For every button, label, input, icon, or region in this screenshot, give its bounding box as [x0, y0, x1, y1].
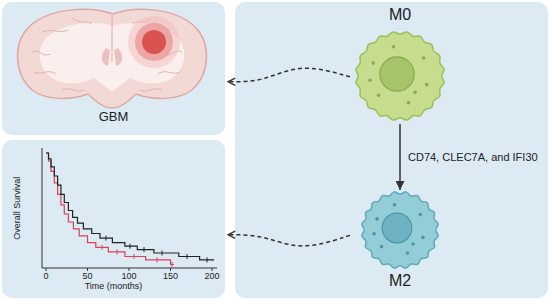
- cell-granule: [421, 236, 425, 240]
- brain-illustration: [18, 9, 207, 108]
- cell-nucleus: [380, 57, 414, 91]
- axis-tick-label: 50: [82, 271, 92, 281]
- cell-granule: [422, 56, 426, 60]
- tumor-halo: [128, 16, 180, 68]
- region-label: GBM: [2, 110, 225, 125]
- ventricle: [102, 48, 110, 66]
- cell-granule: [413, 91, 417, 95]
- axis-tick-label: 100: [121, 271, 136, 281]
- axis-ticks: [46, 268, 212, 271]
- axis-title: Overall Survival: [13, 176, 23, 239]
- axis-title: Time (months): [2, 281, 225, 291]
- cell-granule: [392, 45, 396, 49]
- censor-mark: [162, 251, 163, 256]
- censor-mark: [157, 257, 158, 262]
- censor-mark: [144, 247, 145, 252]
- censor-mark: [134, 254, 135, 259]
- brain-outline: [18, 9, 207, 108]
- axis-tick: [87, 268, 88, 271]
- cell-nucleus: [382, 213, 412, 243]
- transition-arrow: [399, 124, 401, 190]
- cell-shape: [350, 28, 450, 124]
- axis-tick-label: 150: [163, 271, 178, 281]
- gyrus: [140, 89, 162, 91]
- censor-marks: [102, 245, 172, 267]
- cell-granule: [406, 251, 410, 255]
- censor-mark: [102, 245, 103, 250]
- tumor-panel: [2, 2, 225, 135]
- cell-body: [362, 192, 438, 268]
- axis-tick: [129, 268, 130, 271]
- cell-body: [356, 32, 444, 120]
- cell-granule: [380, 245, 384, 249]
- tumor-halo: [135, 23, 173, 61]
- cell-granule: [411, 242, 415, 246]
- censor-mark: [172, 262, 173, 267]
- survival-curve-high: [46, 153, 174, 265]
- survival-curve-low: [46, 153, 214, 260]
- gyrus: [34, 72, 56, 74]
- survival-panel: [2, 140, 225, 298]
- gyrus: [158, 72, 180, 74]
- macrophage-cell: M2: [350, 190, 450, 298]
- cell-membrane: [356, 32, 444, 120]
- axis-tick-label: 0: [43, 271, 48, 281]
- dashed-arrow: [228, 235, 350, 246]
- censor-mark: [130, 244, 131, 249]
- cell-label: M2: [350, 272, 450, 290]
- cell-granule: [393, 203, 397, 207]
- censor-mark: [207, 257, 208, 262]
- axis-tick: [46, 268, 47, 271]
- cell-granule: [377, 94, 381, 98]
- gyrus: [32, 51, 50, 55]
- censor-mark: [117, 249, 118, 254]
- axis-tick: [212, 268, 213, 271]
- cell-granule: [372, 61, 376, 65]
- axis-tick-label: 200: [204, 271, 219, 281]
- gyrus: [72, 18, 92, 24]
- tumor-panel: GBM: [2, 2, 225, 135]
- survival-plot: [42, 148, 217, 271]
- tumor-core: [142, 30, 166, 54]
- dashed-arrow: [228, 68, 350, 82]
- ventricle: [114, 48, 122, 66]
- cell-granule: [372, 232, 376, 236]
- axis-tick: [170, 268, 171, 271]
- cell-label: M0: [350, 6, 450, 24]
- cell-granule: [375, 217, 379, 221]
- gyri: [32, 18, 182, 91]
- cell-granule: [425, 83, 429, 87]
- cell-membrane: [362, 192, 438, 268]
- midline: [112, 14, 113, 62]
- macrophage-panel: [235, 2, 548, 298]
- gyrus: [62, 89, 84, 91]
- censor-mark: [187, 254, 188, 259]
- edge-label: CD74, CLEC7A, and IFI30: [408, 151, 538, 164]
- plot-axes: [42, 148, 217, 268]
- censor-marks: [106, 236, 207, 263]
- survival-panel: Overall SurvivalTime (months): [2, 140, 225, 298]
- macrophage-cell: M0: [350, 6, 450, 124]
- cell-granule: [419, 213, 423, 217]
- gyrus: [42, 30, 68, 32]
- cell-granule: [407, 101, 411, 105]
- censor-mark: [106, 236, 107, 241]
- cell-shape: [350, 190, 450, 270]
- cell-granule: [368, 79, 372, 83]
